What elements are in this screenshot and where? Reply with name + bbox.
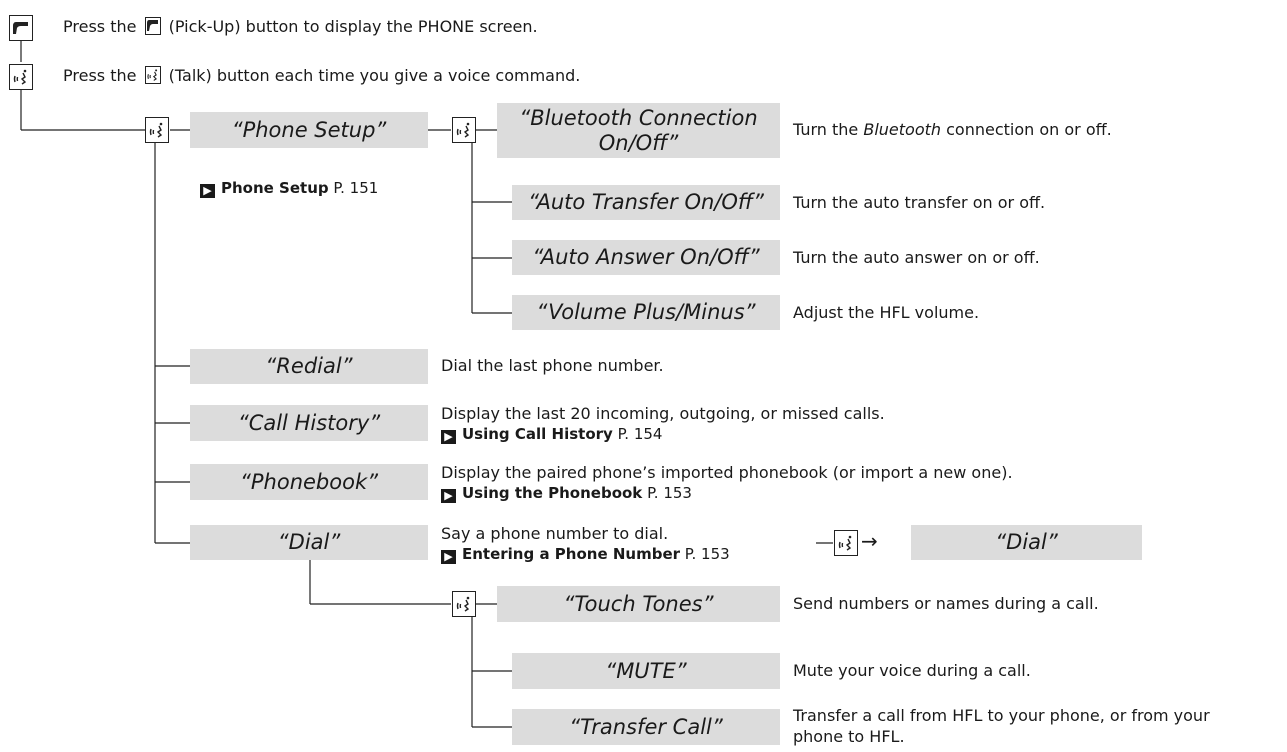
command-bluetooth-connection: “Bluetooth Connection On/Off” bbox=[497, 103, 780, 158]
auto-answer-description: Turn the auto answer on or off. bbox=[793, 248, 1040, 267]
voice-talk-icon bbox=[834, 530, 858, 556]
voice-talk-icon bbox=[452, 117, 476, 143]
voice-talk-icon bbox=[145, 117, 169, 143]
redial-description: Dial the last phone number. bbox=[441, 356, 664, 375]
pickup-instruction: Press the (Pick-Up) button to display th… bbox=[63, 17, 538, 36]
call-history-reference: ▶Using Call History P. 154 bbox=[441, 424, 662, 444]
command-dial: “Dial” bbox=[190, 525, 428, 560]
command-volume-plus-minus: “Volume Plus/Minus” bbox=[512, 295, 780, 330]
mute-description: Mute your voice during a call. bbox=[793, 661, 1031, 680]
volume-description: Adjust the HFL volume. bbox=[793, 303, 980, 322]
right-arrow-icon: → bbox=[861, 529, 878, 553]
dial-reference: ▶Entering a Phone Number P. 153 bbox=[441, 544, 730, 564]
command-redial: “Redial” bbox=[190, 349, 428, 384]
transfer-call-description: Transfer a call from HFL to your phone, … bbox=[793, 706, 1210, 746]
command-auto-transfer: “Auto Transfer On/Off” bbox=[512, 185, 780, 220]
call-history-description: Display the last 20 incoming, outgoing, … bbox=[441, 404, 885, 423]
command-touch-tones: “Touch Tones” bbox=[497, 586, 780, 622]
auto-transfer-description: Turn the auto transfer on or off. bbox=[793, 193, 1046, 212]
command-mute: “MUTE” bbox=[512, 653, 780, 689]
phonebook-description: Display the paired phone’s imported phon… bbox=[441, 463, 1013, 482]
phonebook-reference: ▶Using the Phonebook P. 153 bbox=[441, 483, 692, 503]
bluetooth-connection-description: Turn the Bluetooth connection on or off. bbox=[793, 120, 1112, 139]
voice-talk-icon[interactable] bbox=[9, 64, 33, 90]
reference-arrow-icon: ▶ bbox=[200, 184, 215, 198]
command-transfer-call: “Transfer Call” bbox=[512, 709, 780, 745]
command-phonebook: “Phonebook” bbox=[190, 464, 428, 500]
touch-tones-description: Send numbers or names during a call. bbox=[793, 594, 1099, 613]
dial-description: Say a phone number to dial. bbox=[441, 524, 669, 543]
command-dial-next: “Dial” bbox=[911, 525, 1142, 560]
command-call-history: “Call History” bbox=[190, 405, 428, 441]
command-auto-answer: “Auto Answer On/Off” bbox=[512, 240, 780, 275]
reference-arrow-icon: ▶ bbox=[441, 430, 456, 444]
phone-pickup-icon[interactable] bbox=[9, 15, 33, 41]
voice-talk-icon bbox=[452, 591, 476, 617]
command-phone-setup: “Phone Setup” bbox=[190, 112, 428, 148]
phone-pickup-icon bbox=[144, 17, 161, 35]
reference-arrow-icon: ▶ bbox=[441, 489, 456, 503]
talk-instruction: Press the (Talk) button each time you gi… bbox=[63, 66, 581, 85]
voice-talk-icon bbox=[144, 66, 161, 84]
reference-arrow-icon: ▶ bbox=[441, 550, 456, 564]
phone-setup-reference: ▶Phone Setup P. 151 bbox=[200, 178, 378, 198]
